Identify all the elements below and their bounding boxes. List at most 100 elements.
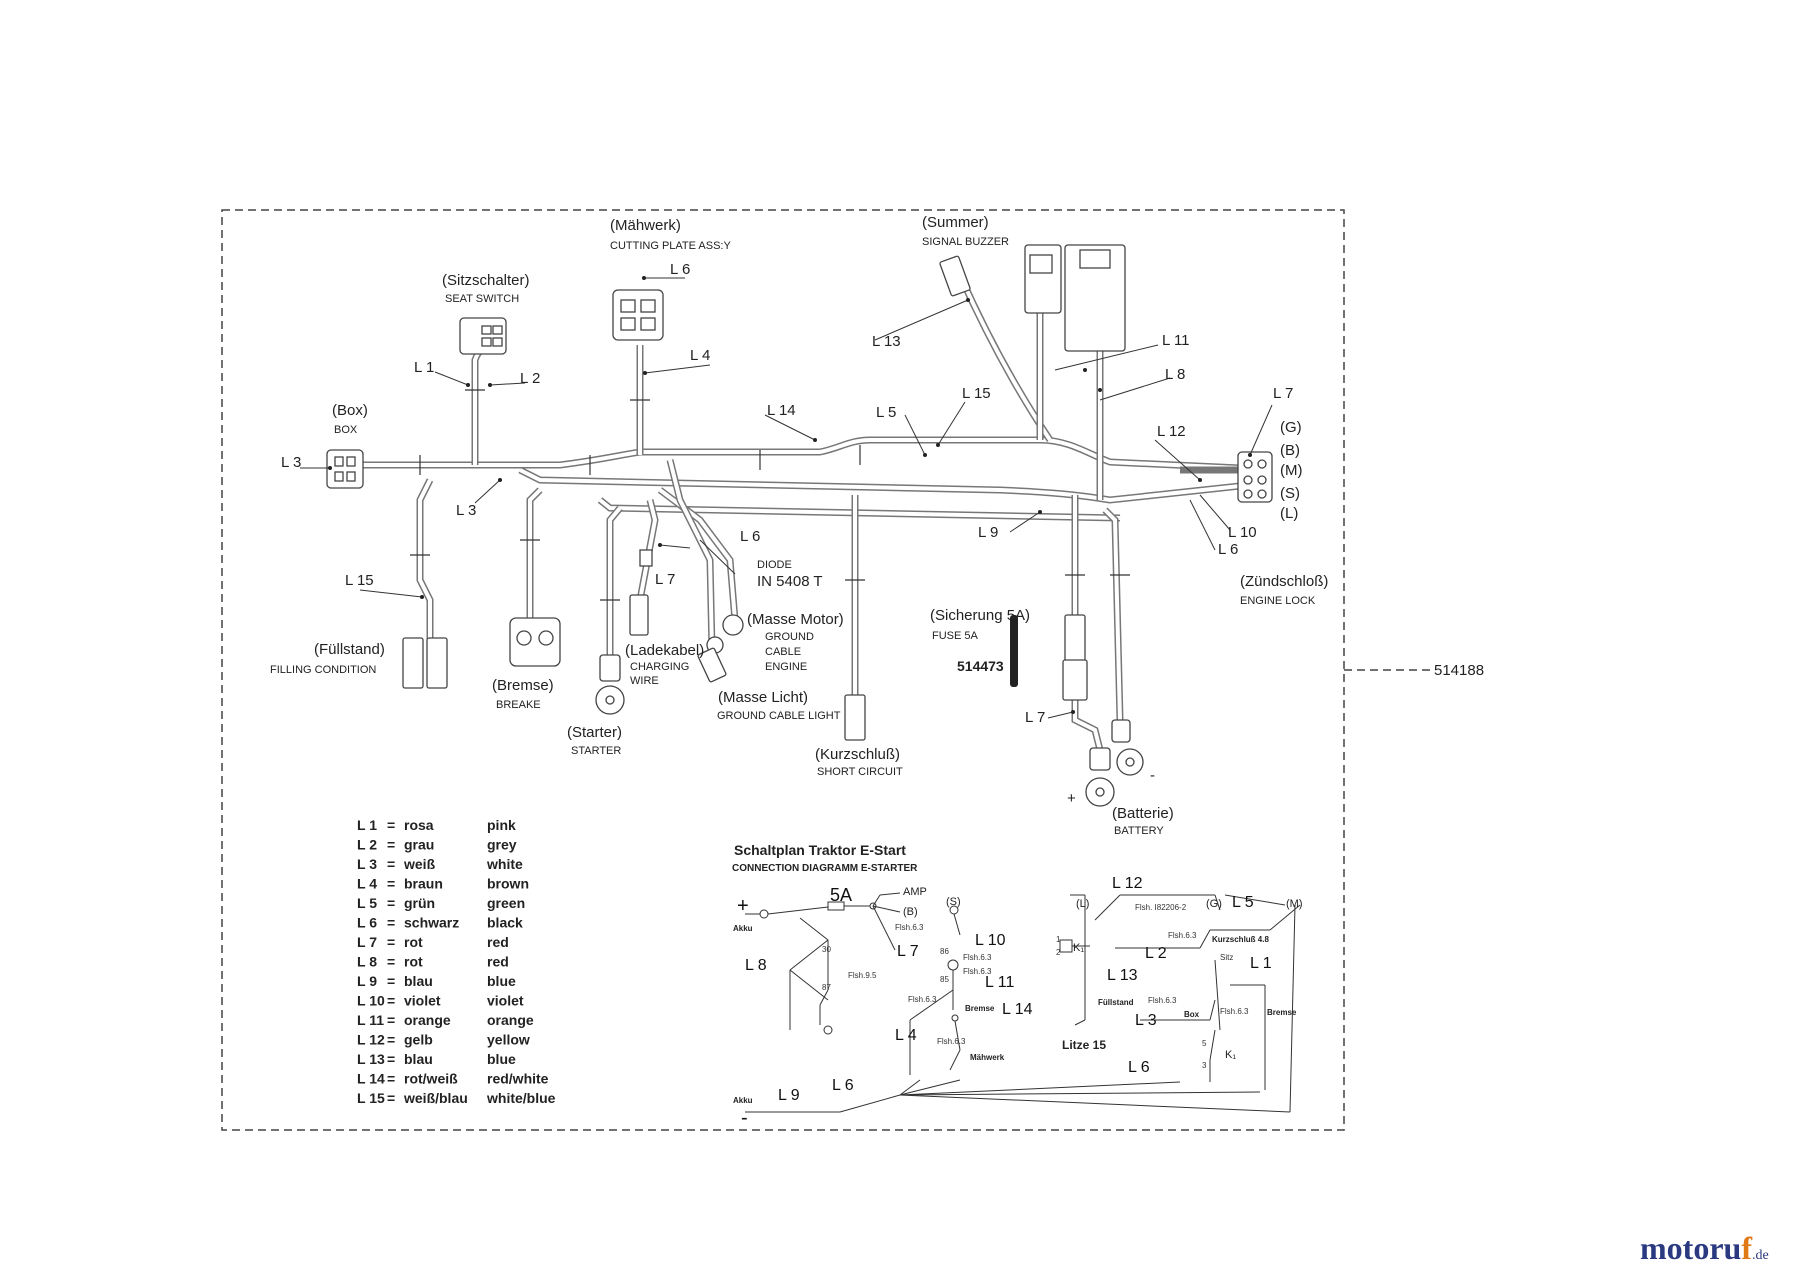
- sch-m: (M): [1286, 898, 1303, 910]
- fuell-en: FILLING CONDITION: [270, 664, 376, 676]
- legend-equals: =: [387, 1032, 395, 1048]
- sch-n2: 2: [1056, 948, 1061, 957]
- legend-code: L 7: [357, 934, 377, 950]
- batterie-en: BATTERY: [1114, 825, 1164, 837]
- wire-label-l2: L 2: [520, 370, 540, 387]
- connectors: [326, 244, 1273, 807]
- pin-l: (L): [1280, 505, 1298, 522]
- pin-g: (G): [1280, 419, 1302, 436]
- legend-equals: =: [387, 1071, 395, 1087]
- zund-en: ENGINE LOCK: [1240, 595, 1316, 607]
- sch-litze: Litze 15: [1062, 1038, 1106, 1052]
- legend-german: gelb: [404, 1032, 433, 1048]
- lade-en2: WIRE: [630, 675, 659, 687]
- lade-de: (Ladekabel): [625, 642, 704, 659]
- legend-german: rot: [404, 934, 423, 950]
- legend-code: L 3: [357, 856, 377, 872]
- legend-equals: =: [387, 1051, 395, 1067]
- wire-label-l4: L 4: [690, 347, 710, 364]
- kurz-en: SHORT CIRCUIT: [817, 766, 903, 778]
- box-en: BOX: [334, 424, 358, 436]
- wire-label-l5: L 5: [876, 404, 896, 421]
- legend-english: green: [487, 895, 525, 911]
- legend-code: L 12: [357, 1032, 385, 1048]
- masse-licht-de: (Masse Licht): [718, 689, 808, 706]
- wire-label-l3b: L 3: [456, 502, 476, 519]
- sch-b: (B): [903, 906, 918, 918]
- legend-german: violet: [404, 993, 441, 1009]
- legend-code: L 11: [357, 1012, 384, 1028]
- legend-english: blue: [487, 1051, 516, 1067]
- legend-german: braun: [404, 876, 443, 892]
- sch-akku-plus: +: [737, 895, 749, 917]
- component-labels: (Mähwerk) CUTTING PLATE ASS:Y (Summer) S…: [270, 214, 1328, 837]
- wire-label-l8: L 8: [1165, 366, 1185, 383]
- legend-equals: =: [387, 973, 395, 989]
- sch-n1: 1: [1056, 935, 1061, 944]
- sch-flsh-95: Flsh.9.5: [848, 971, 877, 980]
- diagram-border: [221, 209, 1345, 1131]
- mahwerk-de: (Mähwerk): [610, 217, 681, 234]
- schematic: Schaltplan Traktor E-Start CONNECTION DI…: [732, 842, 1303, 1129]
- sch-87: 87: [822, 983, 831, 992]
- legend-equals: =: [387, 1012, 395, 1028]
- legend-equals: =: [387, 993, 395, 1009]
- wire-label-l14: L 14: [767, 402, 796, 419]
- sch-flsh-mahwerk: Flsh.6.3: [937, 1037, 966, 1046]
- legend-equals: =: [387, 856, 395, 872]
- sch-wire-l11: L 11: [985, 974, 1014, 991]
- battery-minus: -: [1150, 767, 1155, 784]
- wire-label-l11: L 11: [1162, 332, 1190, 349]
- sch-wire-l14: L 14: [1002, 1001, 1033, 1018]
- sch-fuellstand: Füllstand: [1098, 998, 1134, 1007]
- bremse-en: BREAKE: [496, 699, 541, 711]
- masse-motor-en2: CABLE: [765, 646, 801, 658]
- legend-german: weiß/blau: [403, 1090, 468, 1106]
- sch-wire-l13: L 13: [1107, 967, 1138, 984]
- brand-accent: f: [1741, 1230, 1752, 1266]
- sch-box: Box: [1184, 1010, 1200, 1019]
- legend-english: yellow: [487, 1032, 530, 1048]
- sch-wire-l10: L 10: [975, 932, 1006, 949]
- legend-equals: =: [387, 876, 395, 892]
- legend-german: rot: [404, 954, 423, 970]
- sch-k1b: K₁: [1225, 1049, 1236, 1061]
- sch-wire-l6a: L 6: [832, 1077, 854, 1094]
- legend-german: orange: [404, 1012, 451, 1028]
- wire-label-l1: L 1: [414, 359, 434, 376]
- legend-german: rot/weiß: [404, 1071, 458, 1087]
- legend-english: white: [486, 856, 523, 872]
- legend-english: violet: [487, 993, 524, 1009]
- bremse-de: (Bremse): [492, 677, 554, 694]
- sch-wire-l3: L 3: [1135, 1012, 1157, 1029]
- battery-plus: +: [1067, 790, 1076, 807]
- sch-bremse-1: Bremse: [965, 1004, 995, 1013]
- legend-german: rosa: [404, 817, 434, 833]
- legend-equals: =: [387, 837, 395, 853]
- sicherung-en: FUSE 5A: [932, 630, 979, 642]
- sch-mahwerk: Mähwerk: [970, 1053, 1005, 1062]
- mahwerk-en: CUTTING PLATE ASS:Y: [610, 240, 731, 252]
- legend-english: red: [487, 954, 509, 970]
- legend-english: blue: [487, 973, 516, 989]
- sch-flsh-86: Flsh.6.3: [963, 953, 992, 962]
- legend-german: grau: [404, 837, 434, 853]
- legend-english: brown: [487, 876, 529, 892]
- masse-motor-de: (Masse Motor): [747, 611, 844, 628]
- sch-wire-l2: L 2: [1145, 945, 1167, 962]
- legend-english: red/white: [487, 1071, 549, 1087]
- part-number: 514188: [1434, 662, 1484, 679]
- sch-flsh-g: Flsh.6.3: [1168, 931, 1197, 940]
- legend-code: L 5: [357, 895, 377, 911]
- sch-fuse: 5A: [830, 885, 852, 905]
- pin-s: (S): [1280, 485, 1300, 502]
- sch-30: 30: [822, 945, 831, 954]
- sch-s: (S): [946, 896, 961, 908]
- starter-en: STARTER: [571, 745, 621, 757]
- wire-label-l10: L 10: [1228, 524, 1257, 541]
- masse-licht-en: GROUND CABLE LIGHT: [717, 710, 841, 722]
- sch-bremse-2: Bremse: [1267, 1008, 1297, 1017]
- legend-german: grün: [404, 895, 435, 911]
- starter-de: (Starter): [567, 724, 622, 741]
